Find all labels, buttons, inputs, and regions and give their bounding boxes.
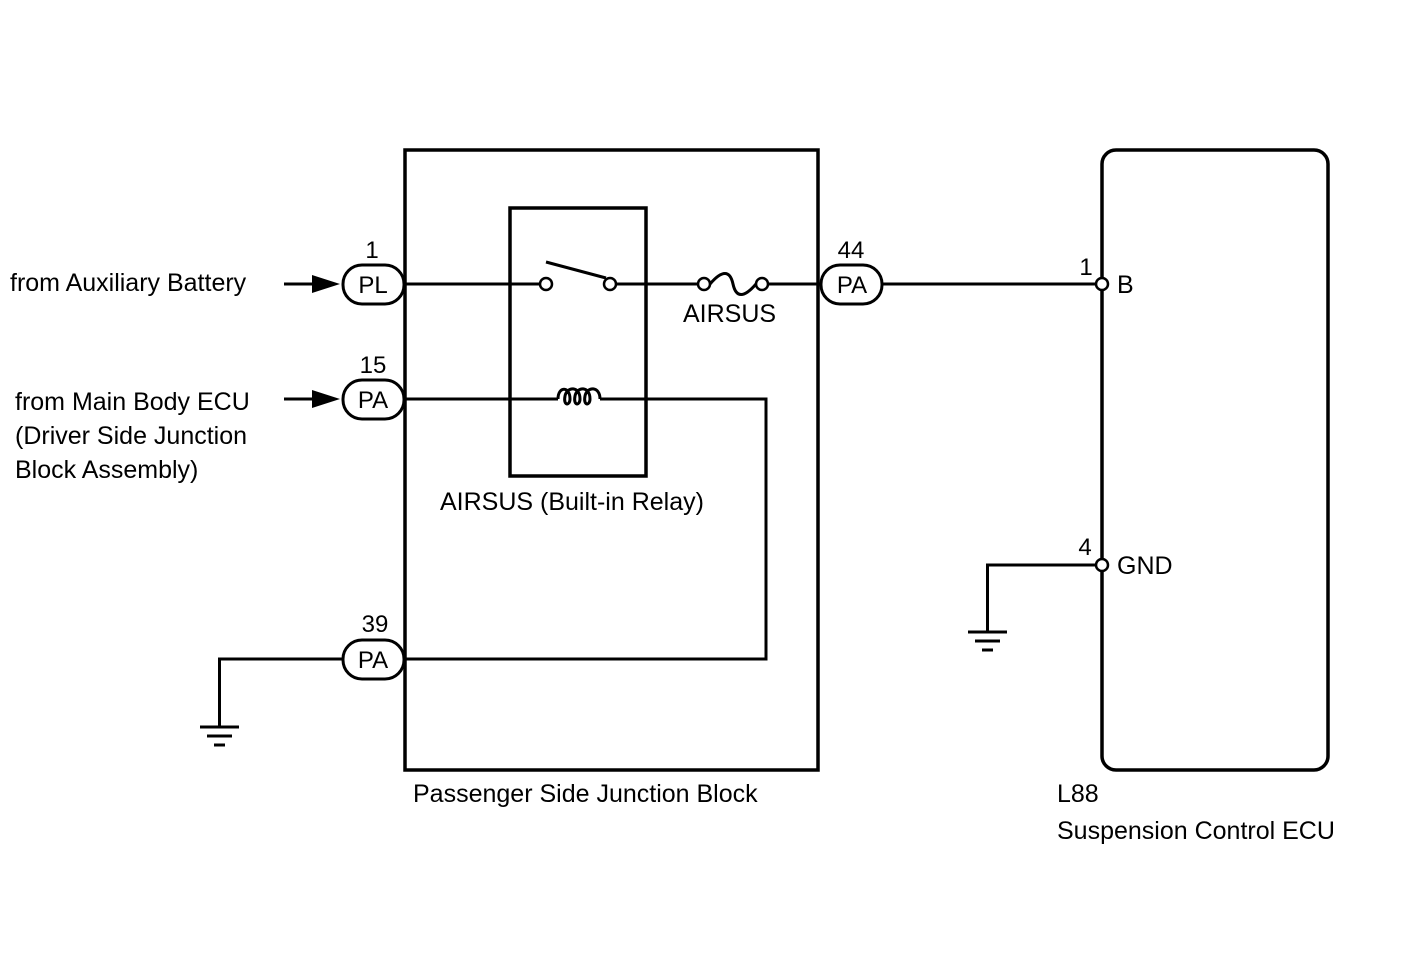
ecu-name: Suspension Control ECU (1057, 817, 1335, 845)
relay-box (508, 206, 648, 478)
fuse-symbol (696, 272, 770, 296)
ground-wire-right (986, 563, 1096, 632)
terminal-name: GND (1117, 552, 1173, 580)
fuse-label: AIRSUS (683, 300, 776, 328)
ground-symbol-right (968, 630, 1007, 652)
ecu-terminal-b: 1 B (1079, 254, 1133, 299)
terminal-name: B (1117, 271, 1134, 299)
connector-pl-pin1: PL 1 (341, 237, 406, 306)
terminal-pin-number: 1 (1079, 254, 1092, 281)
ecu-box (1100, 148, 1330, 772)
ecu-code: L88 (1057, 780, 1099, 808)
coil-wire (404, 397, 768, 661)
arrow-aux-battery (284, 275, 340, 293)
connector-pin-number: 15 (360, 352, 387, 379)
input-label-aux-battery: from Auxiliary Battery (10, 269, 247, 297)
connector-pin-number: 1 (365, 237, 378, 264)
connector-code: PL (358, 272, 387, 299)
ground-symbol-left (200, 725, 239, 747)
junction-block-box (403, 148, 820, 772)
connector-code: PA (358, 647, 388, 674)
ground-wire-left (218, 657, 343, 727)
relay-switch-contacts (538, 260, 618, 292)
ecu-terminal-gnd: 4 GND (1078, 534, 1172, 580)
connector-code: PA (358, 387, 388, 414)
relay-coil-symbol (556, 387, 602, 406)
connector-pin-number: 39 (362, 611, 389, 638)
connector-pin-number: 44 (838, 237, 865, 264)
input-label-main-body-line3: Block Assembly) (15, 456, 198, 484)
input-label-main-body-line1: from Main Body ECU (15, 388, 250, 416)
relay-label: AIRSUS (Built-in Relay) (440, 488, 704, 516)
connector-code: PA (837, 272, 867, 299)
input-label-main-body-line2: (Driver Side Junction (15, 422, 247, 450)
connector-pa-pin15: PA 15 (341, 352, 406, 421)
connector-pa-pin44: PA 44 (819, 237, 884, 306)
arrow-main-body-ecu (284, 390, 340, 408)
connector-pa-pin39: PA 39 (341, 611, 406, 681)
terminal-pin-number: 4 (1078, 534, 1091, 561)
junction-block-label: Passenger Side Junction Block (413, 780, 758, 808)
